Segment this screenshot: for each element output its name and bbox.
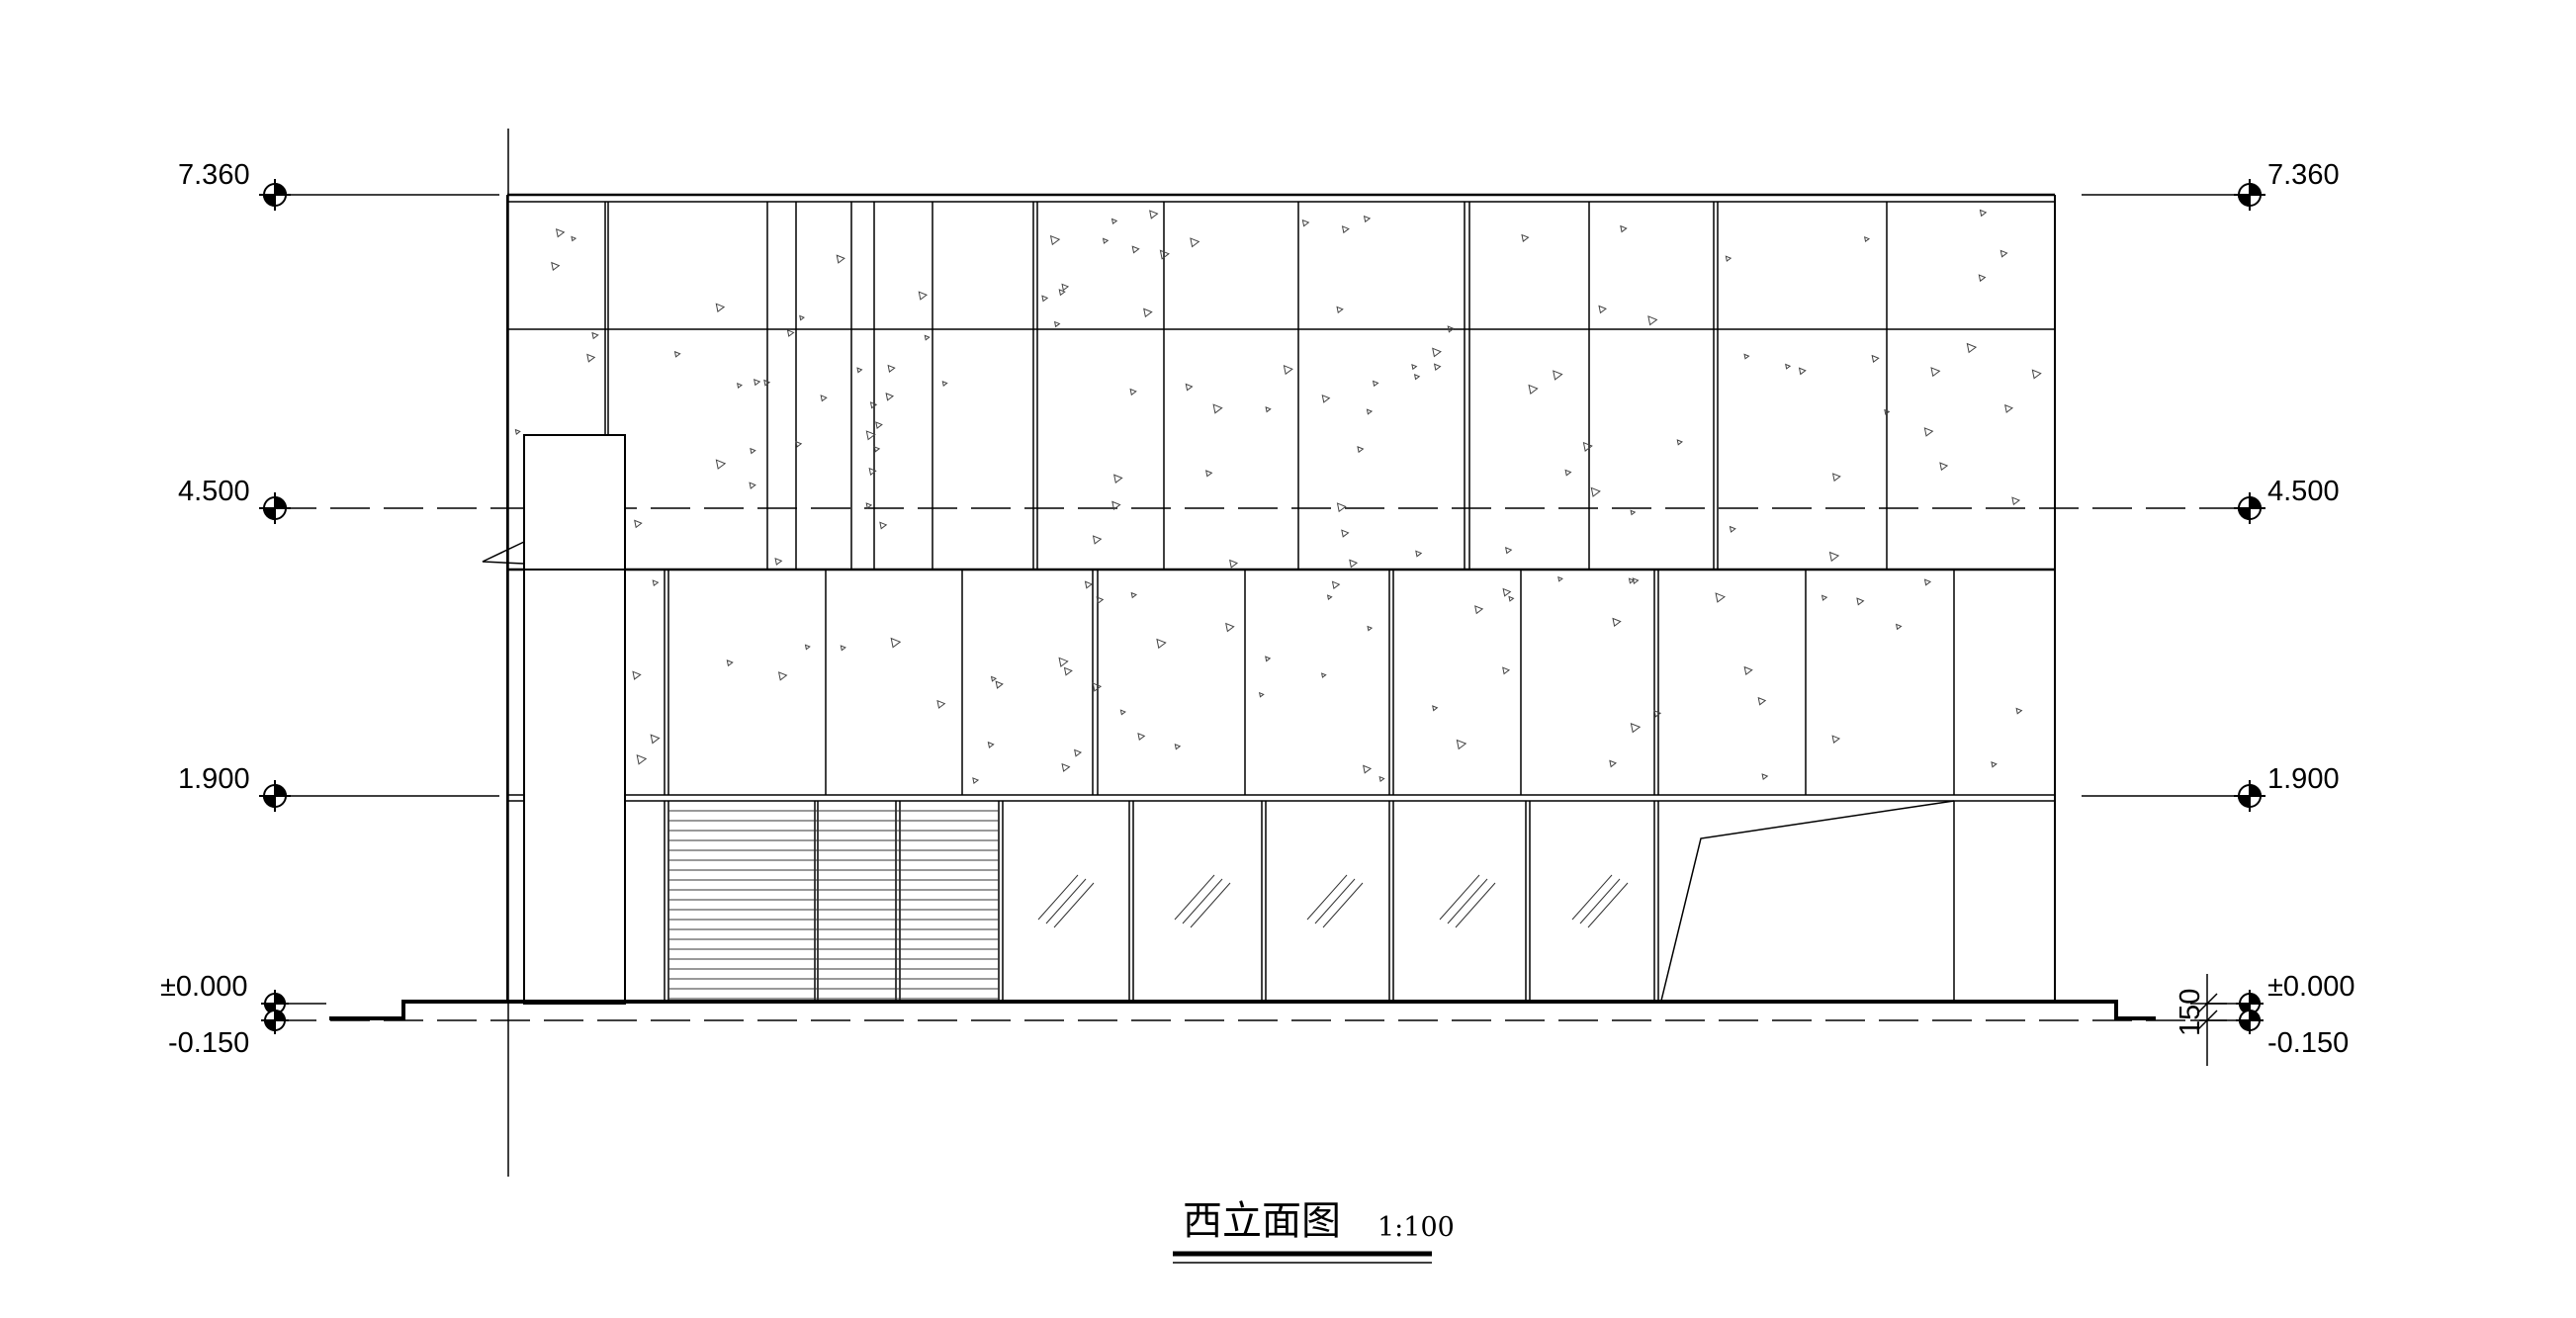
level-label-right-7360: 7.360 <box>2267 159 2340 191</box>
entrance-column <box>523 434 626 1005</box>
level-marker-right-4500 <box>2234 492 2265 524</box>
ground-floor-joints <box>664 801 1955 1001</box>
level-label-right-4500: 4.500 <box>2267 476 2340 507</box>
small-wedge <box>482 541 525 565</box>
level-label-left-4500: 4.500 <box>178 476 250 507</box>
level-marker-left-0150 <box>261 1007 289 1034</box>
level-label-left-0000: ±0.000 <box>160 971 248 1003</box>
level-marker-right-0150 <box>2236 1007 2264 1034</box>
level-marker-right-7360 <box>2234 179 2265 211</box>
level-label-right-0150: -0.150 <box>2267 1027 2349 1059</box>
dimension-150 <box>2190 974 2227 1066</box>
level-marker-right-1900 <box>2234 780 2265 812</box>
level-label-right-1900: 1.900 <box>2267 763 2340 795</box>
middle-panel-joints <box>664 570 1955 795</box>
glass-hatch <box>1037 874 1629 928</box>
dimension-label: 150 <box>2175 989 2206 1036</box>
canopy-outline <box>1660 800 1955 1002</box>
level-label-left-7360: 7.360 <box>178 159 250 191</box>
level-label-left-1900: 1.900 <box>178 763 250 795</box>
level-marker-left-7360 <box>259 179 291 211</box>
louver-panel <box>668 810 999 1000</box>
level-label-right-0000: ±0.000 <box>2267 971 2355 1003</box>
stone-texture <box>514 209 2042 784</box>
level-markers <box>259 179 2265 1034</box>
level-marker-left-1900 <box>259 780 291 812</box>
ground-line <box>329 1000 2156 1020</box>
level-label-left-0150: -0.150 <box>168 1027 249 1059</box>
building-facade <box>482 193 2056 1005</box>
upper-panel-joints <box>604 202 1888 570</box>
level-marker-left-4500 <box>259 492 291 524</box>
drawing-title: 西立面图 <box>1183 1198 1341 1244</box>
drawing-scale: 1:100 <box>1377 1212 1455 1243</box>
